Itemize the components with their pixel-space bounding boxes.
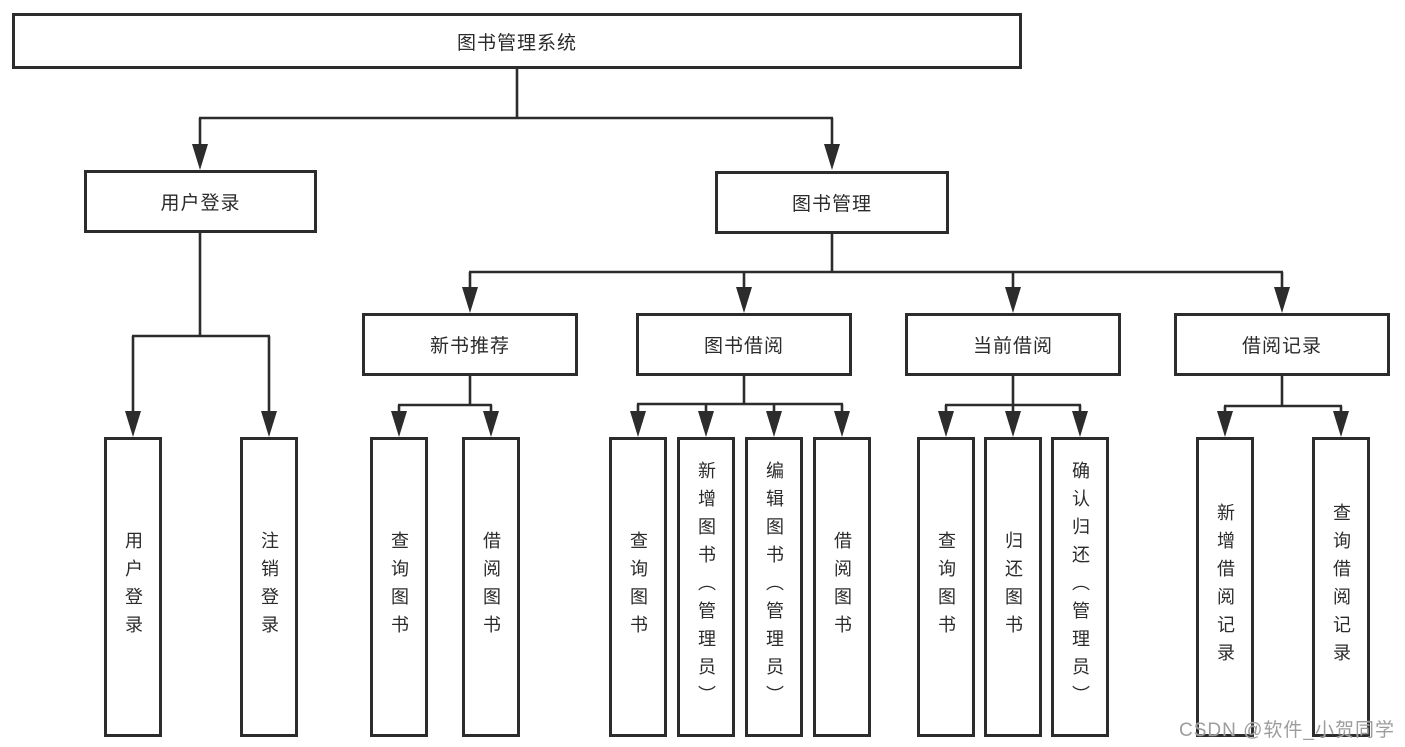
- leaf-recommend-borrow-books-label: 借阅图书: [481, 531, 501, 643]
- leaf-logout-label: 注销登录: [259, 531, 279, 643]
- leaf-user-login-label: 用户登录: [123, 531, 143, 643]
- leaf-records-add-record: 新增借阅记录: [1196, 437, 1254, 737]
- node-book-management: 图书管理: [715, 171, 949, 234]
- leaf-lending-add-books-admin-label: 新增图书（管理员）: [696, 461, 716, 713]
- node-new-book-recommend: 新书推荐: [362, 313, 578, 376]
- leaf-lending-add-books-admin: 新增图书（管理员）: [677, 437, 735, 737]
- node-lending-records: 借阅记录: [1174, 313, 1390, 376]
- leaf-lending-borrow-books-label: 借阅图书: [832, 531, 852, 643]
- leaf-logout: 注销登录: [240, 437, 298, 737]
- leaf-current-return-books: 归还图书: [984, 437, 1042, 737]
- leaf-user-login: 用户登录: [104, 437, 162, 737]
- leaf-current-confirm-return-admin-label: 确认归还（管理员）: [1070, 461, 1090, 713]
- leaf-current-query-books-label: 查询图书: [936, 531, 956, 643]
- node-library-system: 图书管理系统: [12, 13, 1022, 69]
- leaf-lending-edit-books-admin-label: 编辑图书（管理员）: [764, 461, 784, 713]
- node-book-lending: 图书借阅: [636, 313, 852, 376]
- node-current-lending: 当前借阅: [905, 313, 1121, 376]
- leaf-lending-edit-books-admin: 编辑图书（管理员）: [745, 437, 803, 737]
- leaf-records-query-record: 查询借阅记录: [1312, 437, 1370, 737]
- node-lending-records-label: 借阅记录: [1241, 336, 1322, 357]
- node-book-management-label: 图书管理: [791, 194, 872, 215]
- csdn-watermark: CSDN @软件_小贺同学: [1179, 720, 1395, 741]
- node-new-book-recommend-label: 新书推荐: [429, 336, 510, 357]
- leaf-records-add-record-label: 新增借阅记录: [1215, 503, 1235, 671]
- leaf-recommend-borrow-books: 借阅图书: [462, 437, 520, 737]
- leaf-recommend-query-books: 查询图书: [370, 437, 428, 737]
- node-user-login: 用户登录: [84, 170, 317, 233]
- leaf-lending-borrow-books: 借阅图书: [813, 437, 871, 737]
- node-user-login-label: 用户登录: [160, 193, 241, 214]
- leaf-current-query-books: 查询图书: [917, 437, 975, 737]
- leaf-records-query-record-label: 查询借阅记录: [1331, 503, 1351, 671]
- node-book-lending-label: 图书借阅: [703, 336, 784, 357]
- node-current-lending-label: 当前借阅: [972, 336, 1053, 357]
- leaf-current-return-books-label: 归还图书: [1003, 531, 1023, 643]
- node-library-system-label: 图书管理系统: [456, 32, 577, 54]
- leaf-lending-query-books: 查询图书: [609, 437, 667, 737]
- leaf-recommend-query-books-label: 查询图书: [389, 531, 409, 643]
- leaf-current-confirm-return-admin: 确认归还（管理员）: [1051, 437, 1109, 737]
- leaf-lending-query-books-label: 查询图书: [628, 531, 648, 643]
